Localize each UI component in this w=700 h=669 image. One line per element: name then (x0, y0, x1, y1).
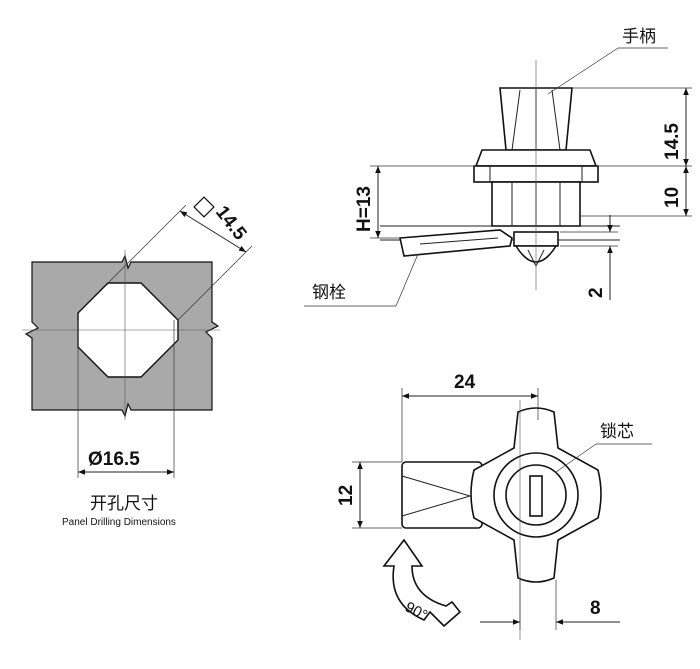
key-slot (529, 475, 543, 517)
dim-diameter: Ø16.5 (88, 449, 140, 470)
tongue-body (401, 461, 483, 529)
square-symbol-icon (193, 196, 215, 218)
label-core: 锁芯 (600, 422, 634, 441)
dim-mid: 10 (662, 187, 683, 208)
top-view: 24 12 8 锁芯 90° (336, 372, 652, 640)
handle-facet-1 (511, 89, 521, 151)
dim-tongue: 12 (336, 485, 357, 506)
cam-tongue (399, 229, 513, 257)
panel-title-en: Panel Drilling Dimensions (62, 517, 176, 528)
tongue-chevron (401, 475, 472, 517)
label-pin: 钢栓 (312, 283, 346, 302)
dim-flat: 14.5 (211, 202, 251, 244)
leader-handle (547, 47, 619, 95)
flat-dim-line (179, 210, 247, 253)
panel-title-cn: 开孔尺寸 (90, 494, 158, 513)
flat-ext-2 (177, 245, 253, 321)
dim-height: H=13 (354, 186, 375, 232)
dim-width: 24 (454, 372, 476, 393)
leader-core (555, 443, 597, 473)
leader-pin (395, 253, 419, 307)
panel-drilling-view: Ø16.5 14.5 开孔尺寸 Panel Drilling Dimension… (22, 196, 253, 528)
dim-top: 14.5 (662, 123, 683, 160)
handle-facet-2 (551, 89, 561, 151)
screw-slot-1 (527, 249, 537, 267)
dim-core: 8 (590, 598, 601, 619)
flat-ext-1 (107, 204, 187, 284)
screw-slot-2 (535, 249, 545, 267)
dim-pin: 2 (586, 287, 607, 298)
label-handle: 手柄 (622, 27, 656, 46)
cam-line (419, 237, 499, 245)
rotation-arrow-icon (382, 538, 462, 628)
side-view: 14.5 10 H=13 2 手柄 钢栓 (304, 27, 692, 307)
